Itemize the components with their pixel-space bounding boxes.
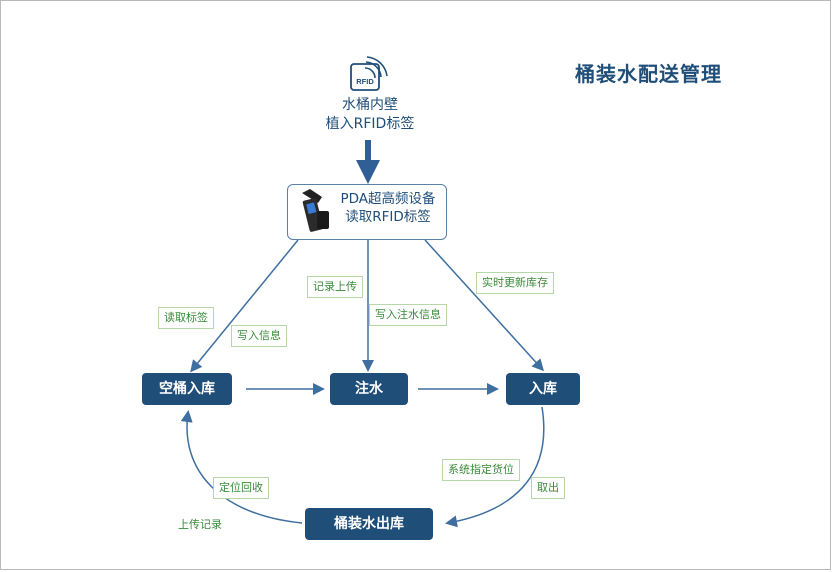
pda-line1: PDA超高频设备 bbox=[340, 191, 436, 207]
node-bottled-water-out: 桶装水出库 bbox=[305, 508, 433, 540]
node-empty-bucket-in: 空桶入库 bbox=[142, 373, 232, 405]
pda-scanner-icon bbox=[302, 189, 329, 232]
stock-in-to-out-curve bbox=[445, 406, 545, 528]
pda-to-empty-in-line bbox=[190, 239, 299, 373]
out-to-empty-in-curve bbox=[180, 410, 303, 524]
label-write-info: 写入信息 bbox=[231, 325, 287, 347]
label-realtime-stock: 实时更新库存 bbox=[476, 272, 554, 294]
pda-description: PDA超高频设备 读取RFID标签 bbox=[333, 190, 443, 226]
label-write-fill-info: 写入注水信息 bbox=[369, 304, 447, 326]
label-upload-record: 上传记录 bbox=[178, 518, 222, 531]
label-system-slot: 系统指定货位 bbox=[442, 459, 520, 481]
label-read-tag: 读取标签 bbox=[158, 307, 214, 329]
pda-to-stock-in-line bbox=[424, 239, 545, 372]
node-fill-water: 注水 bbox=[330, 373, 408, 405]
rfid-line2: 植入RFID标签 bbox=[325, 116, 415, 132]
label-take-out: 取出 bbox=[531, 477, 565, 499]
page-title: 桶装水配送管理 bbox=[575, 62, 722, 86]
node-stock-in: 入库 bbox=[506, 373, 580, 405]
label-record-upload: 记录上传 bbox=[307, 276, 363, 298]
rfid-line1: 水桶内壁 bbox=[342, 97, 398, 113]
rfid-description: 水桶内壁 植入RFID标签 bbox=[300, 96, 440, 134]
rfid-badge-text: RFID bbox=[356, 77, 374, 86]
pda-line2: 读取RFID标签 bbox=[345, 209, 431, 225]
label-locate-recycle: 定位回收 bbox=[213, 477, 269, 499]
rfid-tag-icon: RFID bbox=[350, 56, 388, 91]
